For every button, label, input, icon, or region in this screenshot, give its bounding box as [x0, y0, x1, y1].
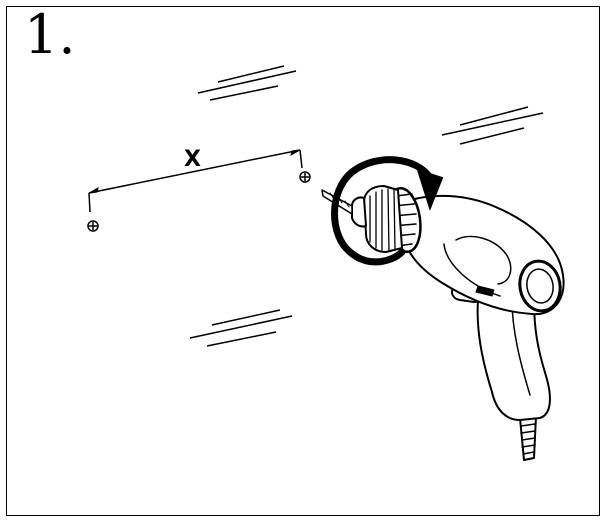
drill-chuck	[363, 185, 403, 253]
dimension-label: X	[184, 147, 201, 172]
crosshair-icon	[299, 171, 311, 183]
clockwise-rotation-arrow-icon	[331, 156, 444, 266]
drill-badge	[475, 285, 495, 297]
crosshair-icon	[87, 220, 99, 232]
power-cord	[519, 415, 537, 461]
wall-hatch-marks	[189, 65, 544, 347]
dimension-line	[88, 149, 303, 213]
power-drill-icon	[321, 185, 565, 461]
drill-handle	[476, 299, 551, 421]
step-number: 1.	[24, 3, 76, 66]
